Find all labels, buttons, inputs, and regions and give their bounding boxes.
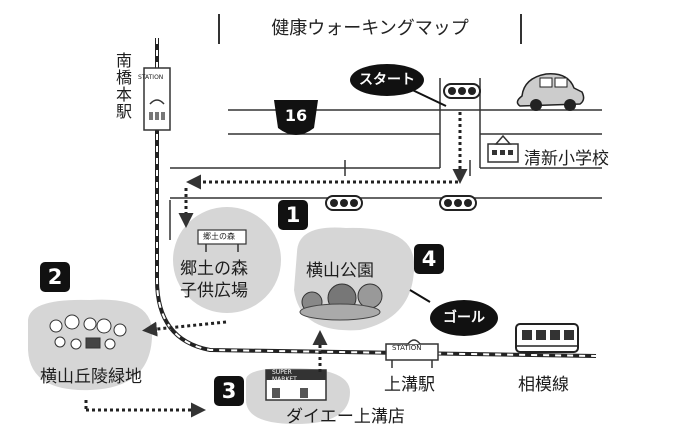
park-trees-icon — [299, 283, 383, 321]
map-title: 健康ウォーキングマップ — [218, 14, 522, 44]
minami-station-sign: STATION — [138, 74, 164, 81]
daiei-label: ダイエー上溝店 — [286, 407, 405, 427]
school-label: 清新小学校 — [524, 149, 609, 169]
waypoint-badge-4: 4 — [414, 244, 444, 274]
kamimizo-station-label: 上溝駅 — [384, 375, 435, 395]
hills-label: 横山丘陵緑地 — [40, 367, 142, 387]
waypoint-badge-3: 3 — [214, 376, 244, 406]
route-16-shield-icon — [274, 100, 318, 135]
car-icon — [516, 73, 585, 111]
kyodo-forest-label: 郷土の森 子供広場 — [180, 259, 248, 301]
waypoint-badge-1: 1 — [278, 200, 308, 230]
route-number: 16 — [284, 106, 308, 125]
goal-callout: ゴール — [430, 300, 498, 336]
walking-route — [84, 112, 468, 418]
traffic-light-icon — [443, 83, 481, 99]
minami-hashimoto-station-building — [143, 67, 171, 131]
traffic-light-icon — [325, 195, 363, 211]
kamimizo-station-building — [385, 339, 439, 368]
hills-trees-icon — [49, 314, 127, 350]
start-callout: スタート — [350, 64, 424, 96]
kyodo-sign-text: 郷土の森 — [203, 232, 235, 241]
minami-hashimoto-station-label: 南橋本駅 — [113, 52, 132, 120]
traffic-light-icon — [439, 195, 477, 211]
kamimizo-station-sign: STATION — [392, 344, 422, 352]
rail-line-label: 相模線 — [518, 375, 569, 395]
kyodo-forest-sign-icon — [197, 229, 247, 252]
train-icon — [515, 323, 579, 353]
goal-callout-tail — [409, 289, 431, 303]
supermarket-building-icon — [265, 369, 327, 401]
waypoint-badge-2: 2 — [40, 262, 70, 292]
school-icon — [487, 134, 519, 163]
supermarket-sign-text: SUPER MARKET — [272, 369, 297, 383]
park-label: 横山公園 — [306, 261, 374, 281]
